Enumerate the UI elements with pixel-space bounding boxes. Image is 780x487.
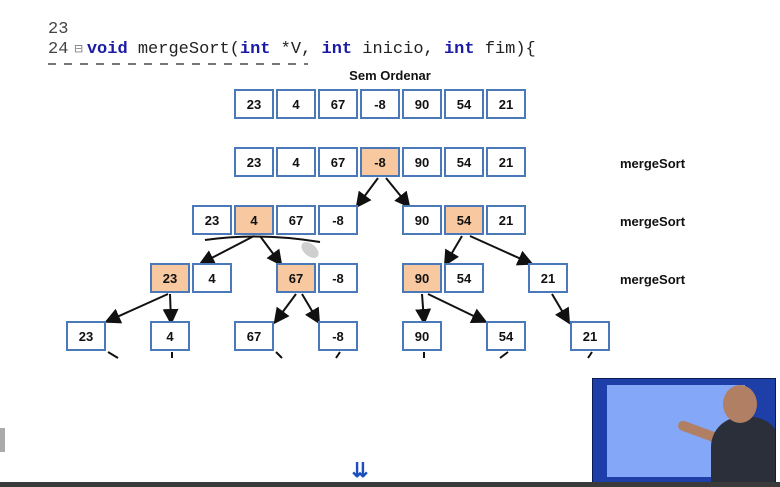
keyword-int: int xyxy=(239,40,271,59)
webcam-person-head xyxy=(723,385,757,423)
cut-off-code-line xyxy=(48,60,308,66)
bottom-bar xyxy=(0,482,780,487)
arrow xyxy=(551,293,571,325)
keyword-void: void xyxy=(86,40,128,59)
array-cell: 4 xyxy=(234,205,274,235)
array-cell: 54 xyxy=(444,205,484,235)
array-cell: 54 xyxy=(444,89,484,119)
param-fim: fim){ xyxy=(474,40,536,59)
array-cell: -8 xyxy=(360,89,400,119)
line-number: 23 xyxy=(48,20,69,39)
arrow xyxy=(104,293,169,324)
arrow xyxy=(162,293,179,325)
arrow xyxy=(427,293,488,323)
arrow xyxy=(259,235,283,267)
arrow xyxy=(469,235,534,266)
array-cell: -8 xyxy=(318,263,358,293)
array-cell: 90 xyxy=(402,321,442,351)
left-edge-handle xyxy=(0,428,5,452)
arrow xyxy=(355,177,379,209)
array-cell: 90 xyxy=(402,205,442,235)
fold-icon[interactable]: ⊟ xyxy=(74,42,83,58)
underline-scribble xyxy=(204,235,321,243)
webcam-overlay xyxy=(592,378,776,484)
array-cell: 21 xyxy=(486,147,526,177)
pen-cursor-icon xyxy=(301,242,319,258)
keyword-int: int xyxy=(443,40,475,59)
array-cell: 54 xyxy=(486,321,526,351)
array-cell: 67 xyxy=(234,321,274,351)
array-cell: -8 xyxy=(318,205,358,235)
array-cell: 21 xyxy=(486,205,526,235)
param-v: *V, xyxy=(270,40,322,59)
arrow xyxy=(385,177,411,209)
array-cell: 21 xyxy=(528,263,568,293)
array-cell: 23 xyxy=(192,205,232,235)
code-editor: 23 24⊟void mergeSort(int *V, int inicio,… xyxy=(0,0,780,70)
diagram-title: Sem Ordenar xyxy=(349,68,431,83)
array-cell: 23 xyxy=(234,89,274,119)
array-cell: 67 xyxy=(318,89,358,119)
arrow xyxy=(415,293,432,325)
array-cell: -8 xyxy=(318,321,358,351)
mergesort-label: mergeSort xyxy=(620,214,686,229)
array-cell: 67 xyxy=(318,147,358,177)
array-cell: 23 xyxy=(66,321,106,351)
array-cell: 21 xyxy=(570,321,610,351)
array-cell: 54 xyxy=(444,147,484,177)
keyword-int: int xyxy=(321,40,353,59)
param-inicio: inicio, xyxy=(352,40,444,59)
scroll-down-button[interactable]: ⇊ xyxy=(351,460,369,482)
code-line-24: 24⊟void mergeSort(int *V, int inicio, in… xyxy=(48,40,536,59)
array-cell: 21 xyxy=(486,89,526,119)
array-cell: 4 xyxy=(192,263,232,293)
code-line-23: 23 xyxy=(48,20,68,39)
array-cell: 23 xyxy=(234,147,274,177)
webcam-person-body xyxy=(711,417,775,483)
arrow xyxy=(273,293,297,325)
array-cell: 90 xyxy=(402,89,442,119)
array-cell: -8 xyxy=(360,147,400,177)
arrow xyxy=(443,235,463,267)
line-number: 24 xyxy=(48,40,69,59)
array-cell: 4 xyxy=(276,147,316,177)
array-cell: 4 xyxy=(150,321,190,351)
array-cell: 4 xyxy=(276,89,316,119)
mergesort-label: mergeSort xyxy=(620,156,686,171)
function-name: mergeSort( xyxy=(127,40,240,59)
arrow xyxy=(301,293,321,325)
array-cell: 54 xyxy=(444,263,484,293)
array-cell: 67 xyxy=(276,263,316,293)
array-cell: 90 xyxy=(402,263,442,293)
mergesort-label: mergeSort xyxy=(620,272,686,287)
arrow xyxy=(198,235,255,265)
array-cell: 67 xyxy=(276,205,316,235)
array-cell: 23 xyxy=(150,263,190,293)
array-cell: 90 xyxy=(402,147,442,177)
